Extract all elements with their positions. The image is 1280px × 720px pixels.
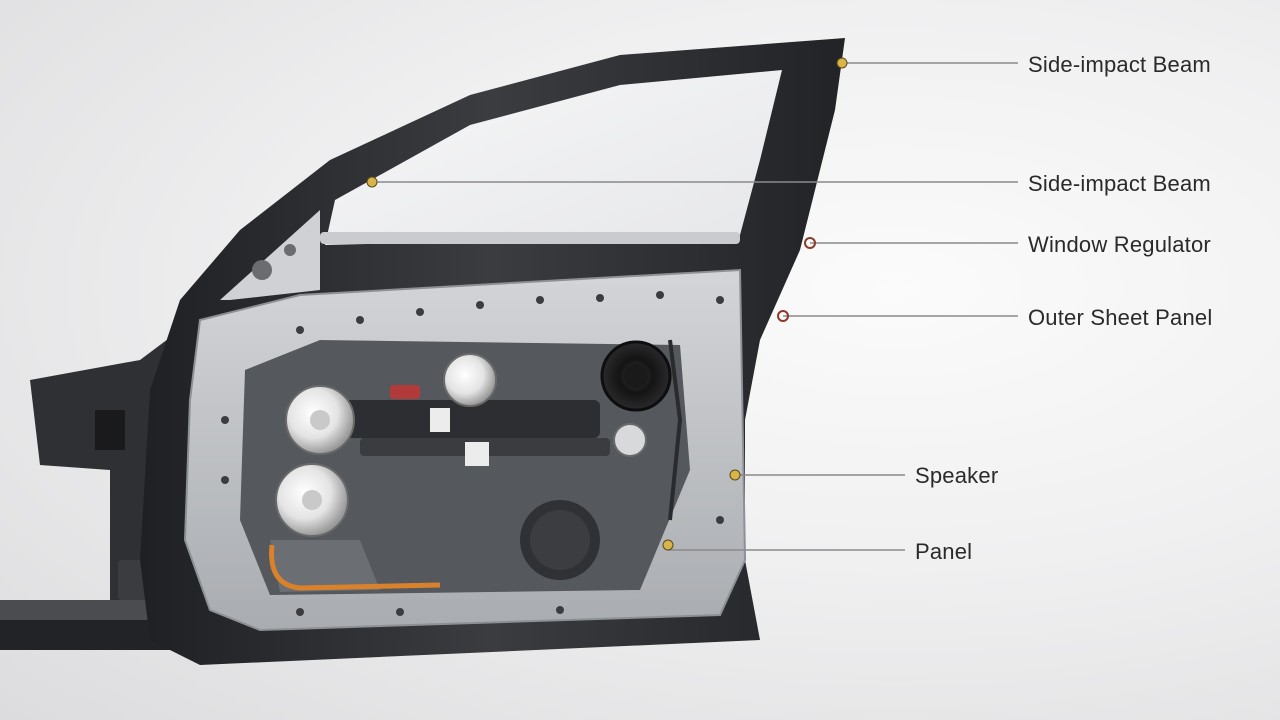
callout-label-side-impact-beam-top: Side-impact Beam xyxy=(1028,52,1211,77)
marker-dot-3 xyxy=(804,237,816,249)
window-glass xyxy=(325,70,782,245)
marker-dot-4 xyxy=(777,310,789,322)
callout-label-side-impact-beam-mid: Side-impact Beam xyxy=(1028,171,1211,196)
marker-dot-6 xyxy=(662,539,674,551)
marker-dot-1 xyxy=(836,57,848,69)
marker-dot-2 xyxy=(366,176,378,188)
callout-label-panel: Panel xyxy=(915,539,973,564)
marker-dot-5 xyxy=(729,469,741,481)
window-sill-strip xyxy=(320,232,740,244)
motor-small xyxy=(443,353,497,407)
callout-label-outer-sheet-panel: Outer Sheet Panel xyxy=(1028,305,1213,330)
callout-markers xyxy=(366,57,848,551)
callout-leaders xyxy=(372,62,1018,551)
callout-label-speaker: Speaker xyxy=(915,463,999,488)
regulator-assembly xyxy=(275,339,683,537)
callout-label-window-regulator: Window Regulator xyxy=(1028,232,1211,257)
speaker-graphic xyxy=(520,340,672,580)
